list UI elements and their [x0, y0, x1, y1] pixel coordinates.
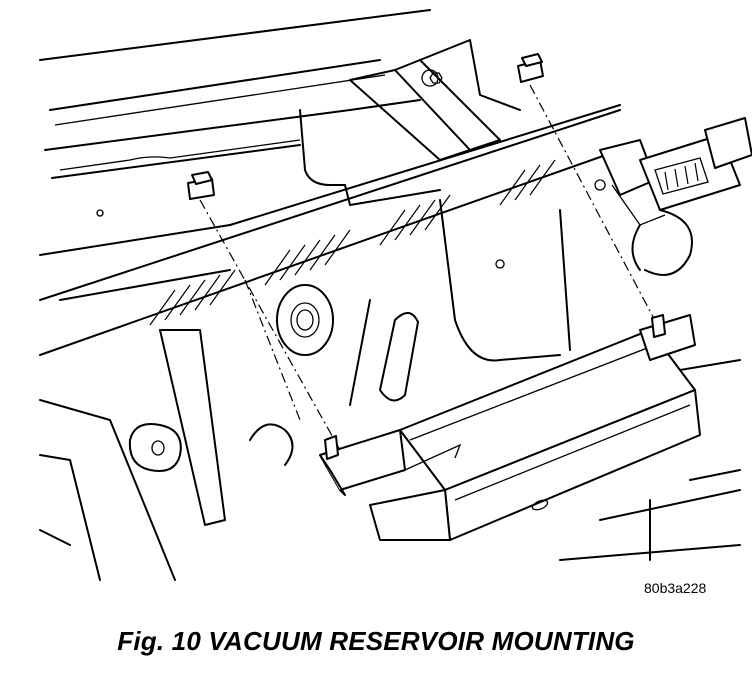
upper-left-nut-icon: [187, 171, 215, 200]
vacuum-reservoir-mounting-illustration: [39, 9, 752, 581]
right-side-structure: [439, 179, 741, 561]
electrical-connector: [599, 117, 752, 276]
mounting-boss: [276, 284, 334, 356]
cowl-structure: [39, 9, 441, 301]
support-bracket: [349, 39, 521, 161]
upper-right-nut-icon: [517, 53, 544, 83]
vacuum-reservoir: [319, 314, 701, 541]
slotted-rib: [349, 299, 419, 406]
figure-reference-code: 80b3a228: [644, 580, 707, 596]
alignment-lines: [199, 84, 661, 451]
figure-caption: Fig. 10 VACUUM RESERVOIR MOUNTING: [117, 626, 635, 656]
cross-car-beam: [39, 104, 621, 356]
lower-left-panel: [39, 329, 294, 581]
